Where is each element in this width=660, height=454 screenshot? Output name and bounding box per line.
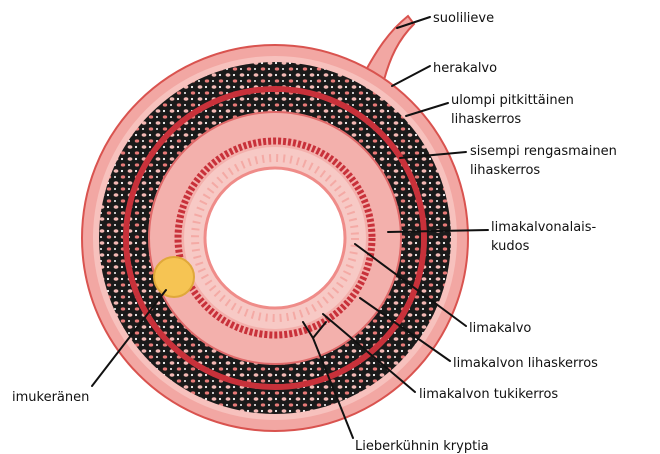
label-lieberkuhn: Lieberkühnin kryptia [355,439,489,454]
label-limakalvonalais-line1: limakalvonalais- [491,220,597,235]
label-sisempi-line2: lihaskerros [470,163,540,178]
label-herakalvo: herakalvo [433,61,497,76]
label-suolilieve: suolilieve [433,11,494,26]
label-sisempi-line1: sisempi rengasmainen [470,144,617,159]
label-ulompi-line2: lihaskerros [451,112,521,127]
label-ulompi-line1: ulompi pitkittäinen [451,93,574,108]
label-imukeranen: imukeränen [12,390,89,405]
label-limakalvonalais-line2: kudos [491,239,530,254]
leader-herakalvo [392,66,430,86]
lumen [205,168,345,308]
label-limakalvo: limakalvo [469,321,531,336]
label-limakalvon-tukikerros: limakalvon tukikerros [419,387,558,402]
label-limakalvon-lihaskerros: limakalvon lihaskerros [453,356,598,371]
lymph-node [154,257,194,297]
